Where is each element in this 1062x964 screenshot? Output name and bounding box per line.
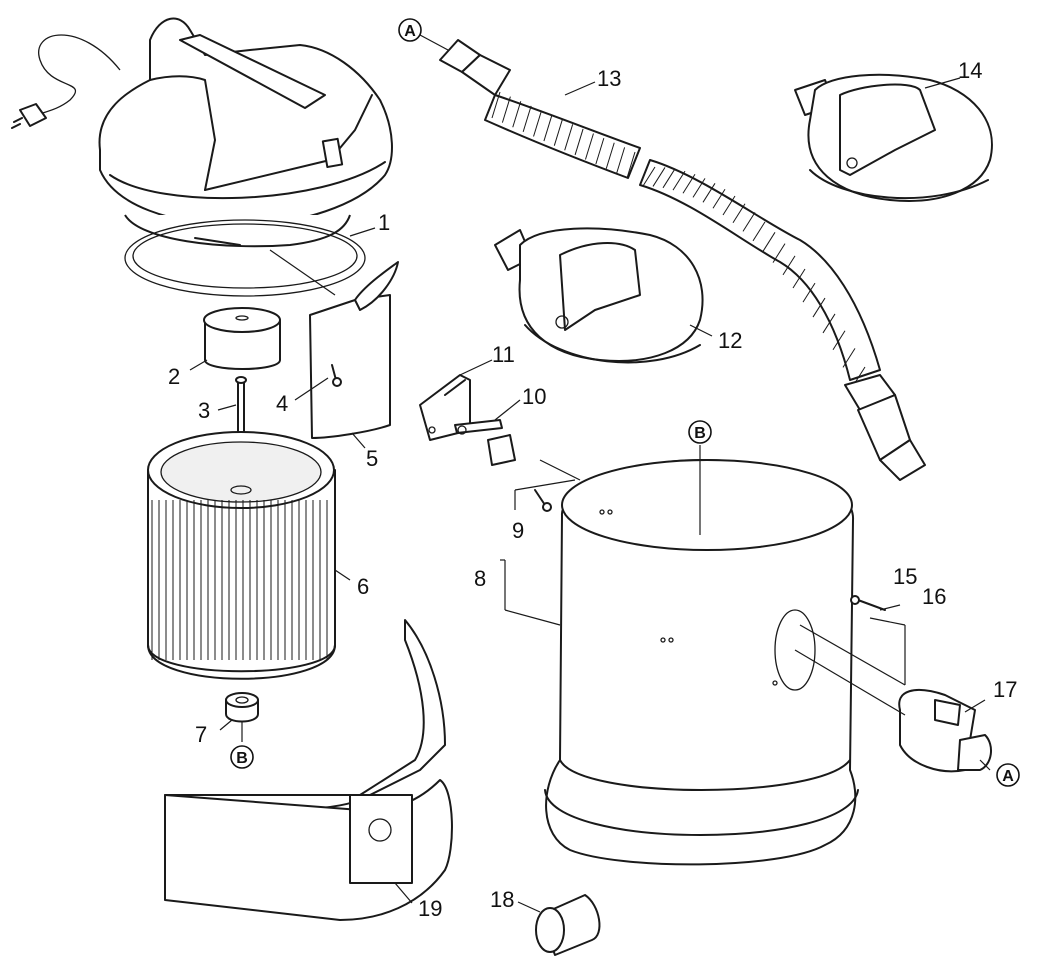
- filter-nut: [225, 692, 259, 723]
- label-part-12: 12: [718, 328, 742, 353]
- label-part-5: 5: [366, 446, 378, 471]
- marker-b-container: B: [688, 420, 712, 444]
- marker-a-inlet: A: [996, 763, 1020, 787]
- flap-bag: [309, 261, 399, 439]
- label-part-13: 13: [597, 66, 621, 91]
- gasket-ring: [124, 219, 366, 297]
- svg-text:A: A: [1002, 768, 1014, 785]
- label-part-1: 1: [378, 210, 390, 235]
- label-part-17: 17: [993, 677, 1017, 702]
- front-cover: [164, 619, 453, 921]
- label-part-11: 11: [492, 342, 515, 367]
- motor-filter: [203, 307, 281, 370]
- svg-text:A: A: [404, 23, 416, 40]
- label-part-15: 15: [893, 564, 917, 589]
- label-part-3: 3: [198, 398, 210, 423]
- label-part-9: 9: [512, 518, 524, 543]
- container-tank: [544, 459, 859, 866]
- flap-screw: [331, 364, 342, 387]
- marker-a-top: A: [398, 18, 422, 42]
- upholstery-brush-14: [794, 73, 993, 202]
- label-part-16: 16: [922, 584, 946, 609]
- upholstery-brush-12: [494, 227, 704, 364]
- power-cord: [11, 34, 121, 129]
- leader-lines: [189, 34, 991, 913]
- label-part-18: 18: [490, 887, 514, 912]
- svg-text:B: B: [694, 425, 706, 442]
- marker-b-nut: B: [230, 745, 254, 769]
- suction-hose: [439, 39, 926, 481]
- accessory-holder: [419, 374, 552, 512]
- inlet-connector: [898, 689, 992, 773]
- motor-head: [98, 17, 393, 248]
- label-part-4: 4: [276, 391, 288, 416]
- inlet-screw: [850, 595, 886, 611]
- label-part-6: 6: [357, 574, 369, 599]
- label-part-7: 7: [195, 722, 207, 747]
- label-part-14: 14: [958, 58, 982, 83]
- label-part-10: 10: [522, 384, 546, 409]
- cartridge-filter: [147, 431, 336, 680]
- label-part-2: 2: [168, 364, 180, 389]
- caster-wheel: [535, 894, 601, 956]
- label-part-8: 8: [474, 566, 486, 591]
- svg-text:B: B: [236, 750, 248, 767]
- label-part-19: 19: [418, 896, 442, 921]
